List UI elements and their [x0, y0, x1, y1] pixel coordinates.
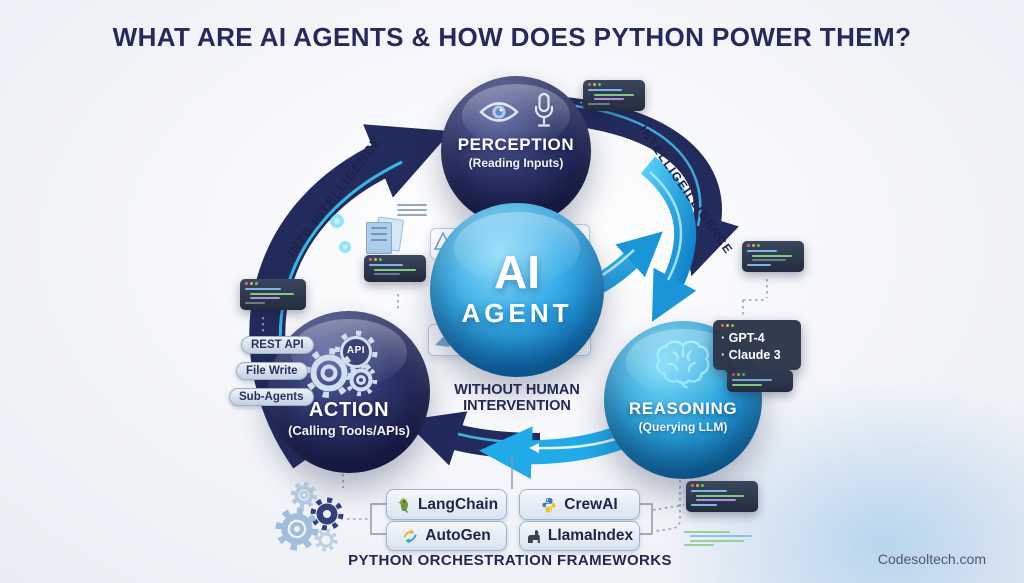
code-snippet-card [240, 279, 306, 310]
framework-bracket-lines [370, 456, 653, 535]
code-snippet-card [686, 481, 758, 512]
reasoning-icons [652, 336, 714, 397]
frameworks-caption: PYTHON ORCHESTRATION FRAMEWORKS [348, 552, 672, 569]
action-sublabel: (Calling Tools/APIs) [288, 423, 410, 438]
gears-icon [304, 330, 378, 398]
arrow-accent-line [649, 171, 683, 281]
center-note-line1: WITHOUT HUMAN [454, 382, 580, 398]
python-icon [542, 497, 556, 512]
llm-model-claude3: · Claude 3 [721, 347, 781, 362]
framework-llamaindex: LlamaIndex [519, 521, 640, 551]
code-snippet-card [727, 370, 793, 392]
open-code-lines [684, 528, 752, 549]
action-gears [298, 329, 394, 413]
parrot-icon [398, 497, 408, 513]
documents-icon [366, 216, 406, 254]
perception-sublabel: (Reading Inputs) [468, 156, 564, 170]
agent-label-line2: AGENT [461, 298, 573, 328]
framework-autogen: AutoGen [386, 521, 507, 551]
pill-file-write: File Write [236, 362, 308, 380]
api-gear-badge: API [346, 345, 366, 356]
reasoning-sublabel: (Querying LLM) [638, 420, 728, 434]
dotted-connectors [262, 101, 768, 532]
glow-dot [334, 218, 340, 224]
code-snippet-card [364, 255, 426, 282]
autogen-icon [403, 529, 417, 544]
watermark: Codesoltech.com [877, 551, 986, 567]
perception-icons [478, 93, 554, 129]
pill-rest-api: REST API [241, 336, 314, 354]
reasoning-label: REASONING [628, 399, 738, 418]
framework-crewai: CrewAI [519, 489, 640, 520]
llm-model-gpt4: · GPT-4 [721, 331, 765, 345]
microphone-icon [534, 93, 553, 127]
eye-icon [478, 102, 519, 122]
gears-cluster-icon [275, 481, 344, 552]
agent-label-line1: AI [494, 246, 540, 298]
llama-icon [527, 529, 540, 543]
action-label: ACTION [308, 399, 390, 421]
framework-label: LlamaIndex [547, 527, 634, 544]
brain-icon [656, 340, 710, 389]
node-ai-agent: AI AGENT [430, 203, 604, 377]
arrow-down-to-reasoning [640, 156, 697, 322]
center-note: WITHOUT HUMAN INTERVENTION [420, 382, 614, 415]
center-note-line2: INTERVENTION [463, 397, 571, 414]
framework-label: CrewAI [564, 495, 618, 513]
pill-sub-agents: Sub-Agents [229, 388, 314, 406]
llm-models-tooltip: · GPT-4 · Claude 3 [713, 320, 801, 370]
page-title: WHAT ARE AI AGENTS & HOW DOES PYTHON POW… [112, 22, 912, 52]
node-perception: PERCEPTION (Reading Inputs) [441, 76, 591, 226]
code-snippet-card [583, 80, 645, 111]
list-lines-icon [397, 201, 427, 219]
framework-label: LangChain [417, 495, 499, 513]
code-snippet-card [742, 241, 804, 272]
glow-dot [342, 244, 348, 250]
framework-label: AutoGen [425, 527, 491, 544]
perception-label: PERCEPTION [457, 135, 575, 154]
window-dots-icon [721, 324, 793, 327]
framework-langchain: LangChain [386, 489, 507, 520]
